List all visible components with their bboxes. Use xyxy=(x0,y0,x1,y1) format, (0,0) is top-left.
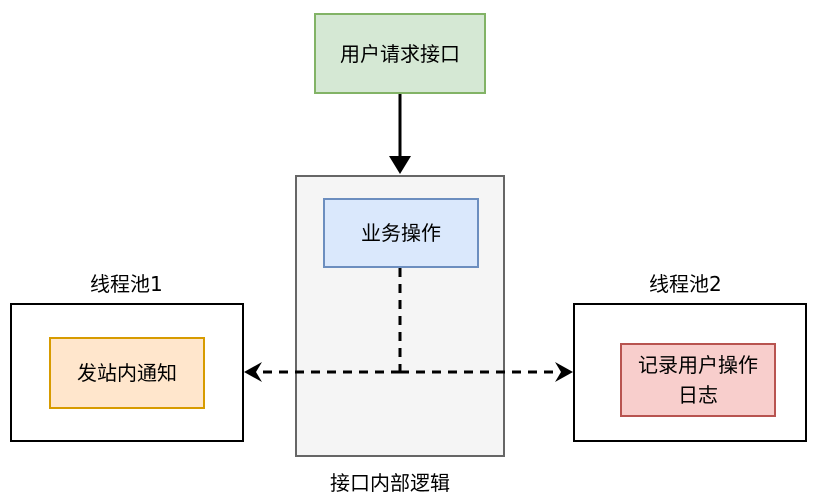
pool2-arrowhead xyxy=(555,362,573,382)
operation-log-node: 记录用户操作日志 xyxy=(620,343,776,417)
api-request-label: 用户请求接口 xyxy=(340,41,460,66)
notification-label: 发站内通知 xyxy=(77,361,177,385)
request-to-logic-arrowhead xyxy=(389,156,411,174)
api-request-node: 用户请求接口 xyxy=(314,13,486,94)
interface-logic-label: 接口内部逻辑 xyxy=(330,471,450,495)
thread-pool-1-title: 线程池1 xyxy=(90,272,163,296)
notification-node: 发站内通知 xyxy=(49,337,205,409)
business-operation-label: 业务操作 xyxy=(361,221,441,245)
pool1-arrowhead xyxy=(244,362,262,382)
thread-pool-2-title: 线程池2 xyxy=(649,272,722,296)
business-operation-node: 业务操作 xyxy=(323,198,479,268)
operation-log-label: 记录用户操作日志 xyxy=(638,353,758,407)
